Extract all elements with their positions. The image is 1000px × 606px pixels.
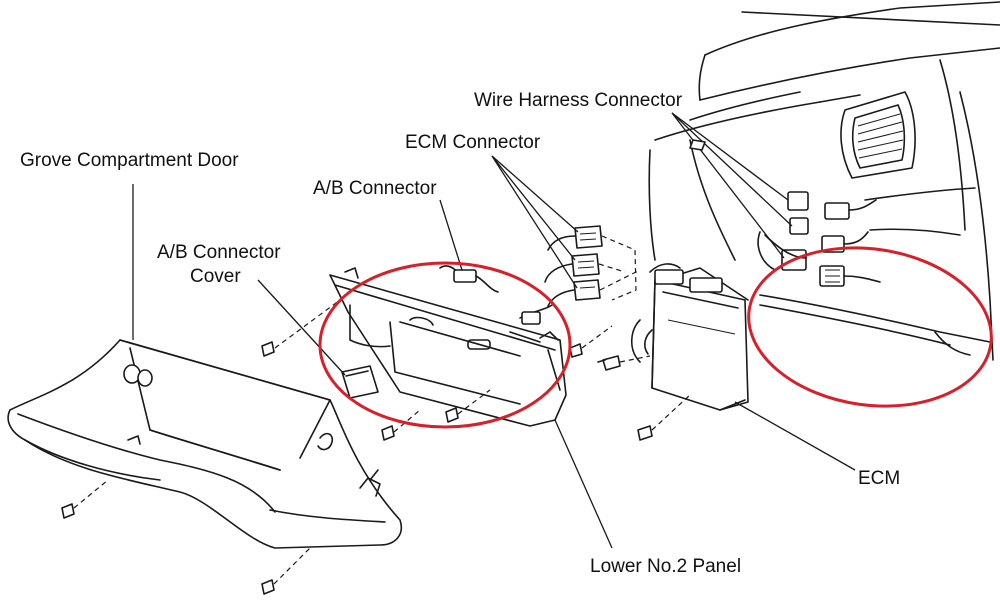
glove-door-screws bbox=[61, 479, 311, 595]
label-ab-connector-cover-line2: Cover bbox=[190, 266, 241, 287]
ab-connector bbox=[439, 265, 553, 325]
glove-compartment-door bbox=[7, 339, 402, 549]
ecm-connectors bbox=[544, 225, 641, 307]
label-ab-connector-cover-line1: A/B Connector bbox=[157, 242, 281, 263]
label-ecm-connector: ECM Connector bbox=[405, 132, 541, 153]
label-glove-compartment-door: Grove Compartment Door bbox=[20, 150, 239, 171]
dashboard-body bbox=[648, 1, 1000, 361]
highlight-circle-wire-harness bbox=[747, 246, 993, 408]
ecm-leader bbox=[734, 401, 856, 471]
lower-no2-panel bbox=[329, 267, 567, 427]
ecm-connector-leaders bbox=[491, 155, 579, 289]
highlight-circle-lower-panel bbox=[318, 261, 572, 429]
wire-harness-leaders bbox=[671, 112, 793, 259]
label-ab-connector: A/B Connector bbox=[313, 178, 437, 199]
ecm-unit bbox=[630, 263, 749, 411]
ab-cover-leader bbox=[257, 279, 346, 376]
label-ecm: ECM bbox=[858, 468, 900, 489]
label-wire-harness-connector: Wire Harness Connector bbox=[474, 90, 683, 111]
ab-connector-leader bbox=[439, 199, 463, 271]
wire-harness-connectors bbox=[757, 191, 881, 287]
label-lower-no2-panel: Lower No.2 Panel bbox=[590, 556, 741, 577]
air-vent bbox=[840, 91, 916, 179]
ab-connector-cover bbox=[341, 365, 379, 399]
ecm-screws bbox=[569, 325, 691, 441]
panel-screws bbox=[261, 299, 491, 441]
lower-panel-leader bbox=[554, 419, 613, 549]
